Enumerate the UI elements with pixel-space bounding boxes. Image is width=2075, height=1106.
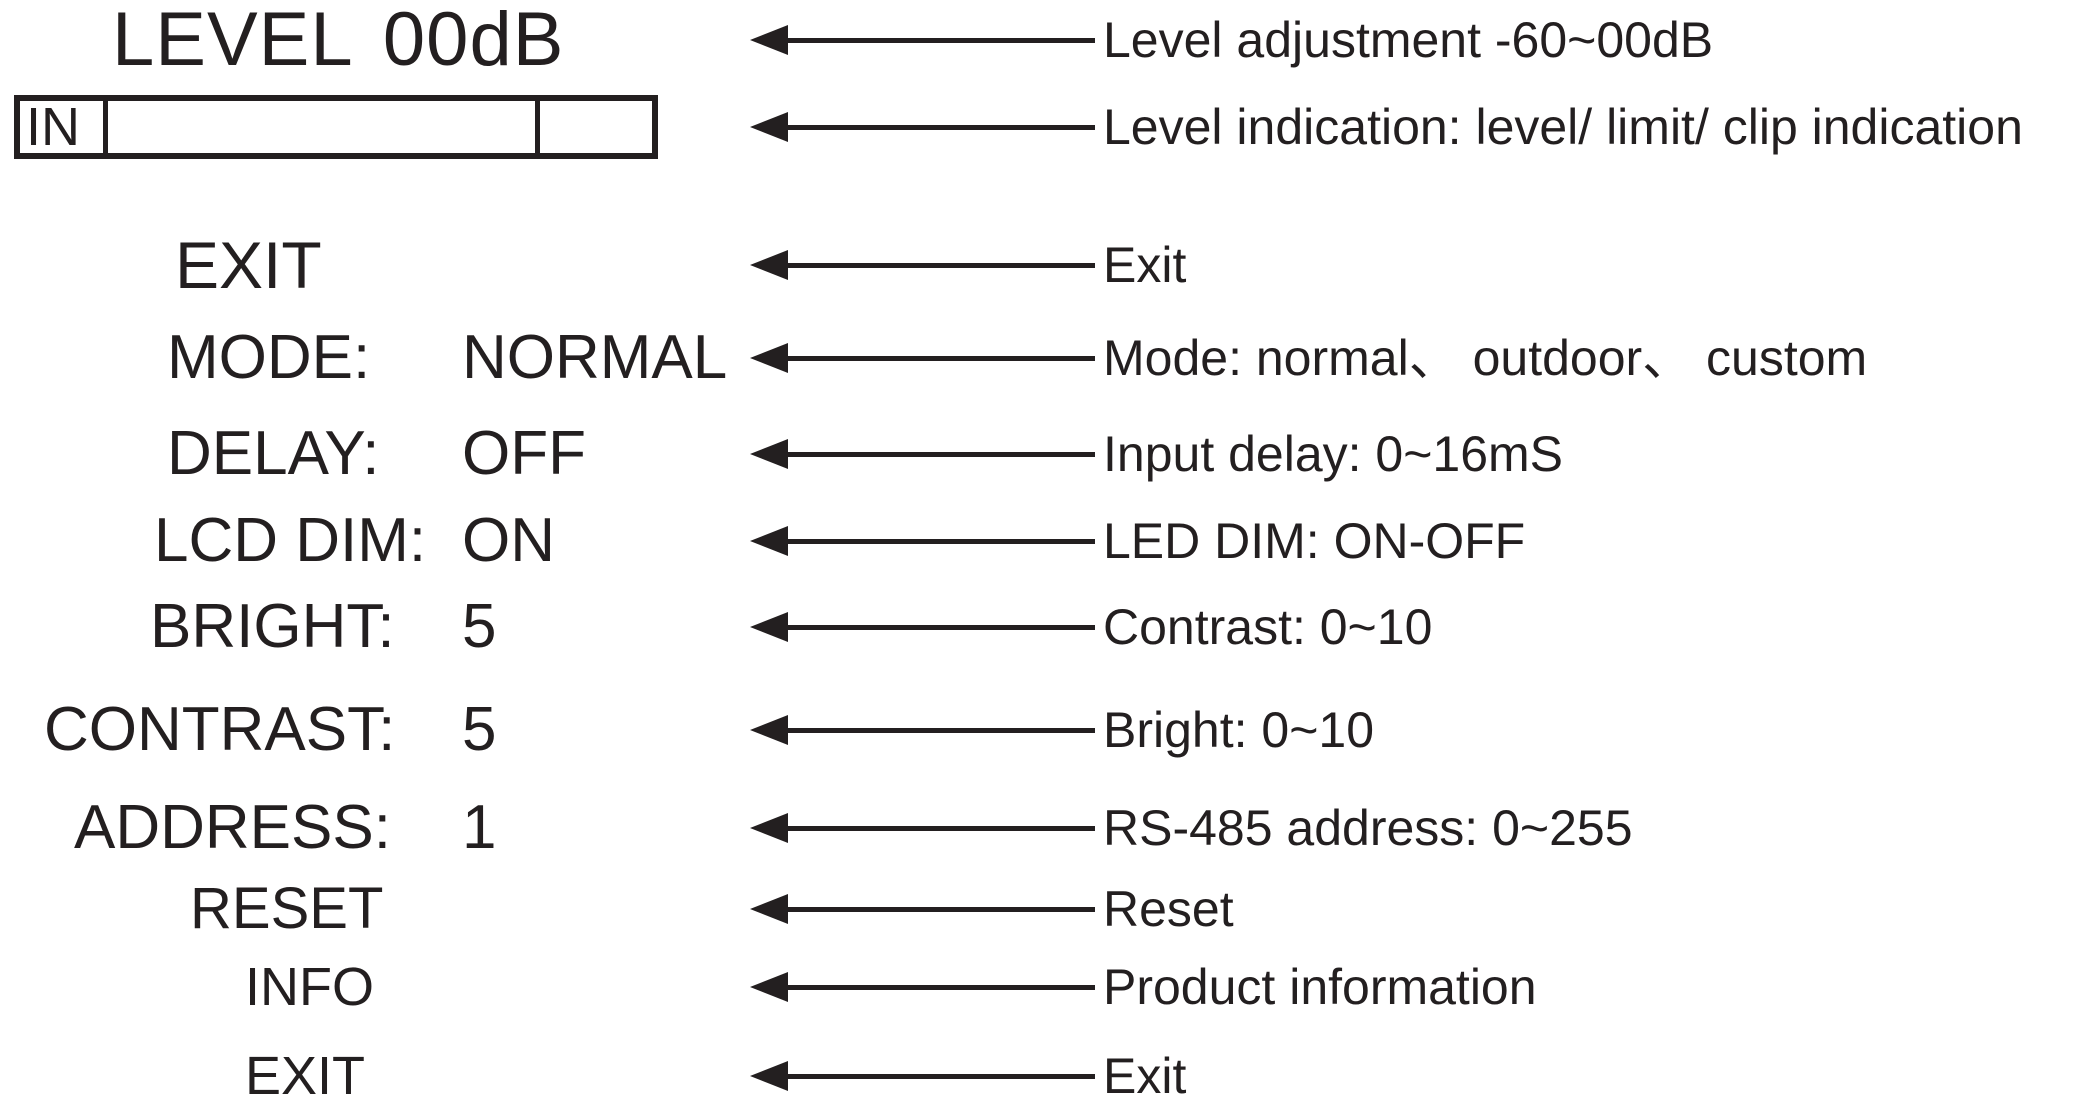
annotation-level-adjustment: Level adjustment -60~00dB [1103,12,1714,68]
arrow-shaft [786,825,1095,831]
menu-item-delay-value: OFF [462,419,586,488]
menu-item-mode-label: MODE: [167,323,371,392]
menu-item-bright-value: 5 [462,592,497,661]
annotation-level-indication: Level indication: level/ limit/ clip ind… [1103,99,2023,155]
arrow-left-icon [750,439,788,469]
arrow-left-icon [750,343,788,373]
arrow-left-icon [750,250,788,280]
annotation-product-information: Product information [1103,959,1537,1015]
callout-arrow [750,249,1095,281]
menu-item-reset: RESET [190,876,384,941]
menu-item-address-value: 1 [462,793,497,862]
arrow-shaft [786,451,1095,457]
callout-arrow [750,971,1095,1003]
menu-item-exit: EXIT [175,228,322,302]
arrow-shaft [786,538,1095,544]
annotation-exit: Exit [1103,237,1187,293]
arrow-shaft [786,624,1095,630]
menu-item-info: INFO [245,957,374,1017]
callout-arrow [750,714,1095,746]
callout-arrow [750,893,1095,925]
annotation-mode: Mode: normal、 outdoor、 custom [1103,330,1868,386]
menu-item-delay-label: DELAY: [167,419,380,488]
menu-item-mode-value: NORMAL [462,323,728,392]
arrow-shaft [786,124,1095,130]
menu-item-exit-bottom: EXIT [245,1046,366,1106]
callout-arrow [750,342,1095,374]
level-meter: IN [14,95,658,159]
arrow-left-icon [750,715,788,745]
menu-item-lcd-dim-value: ON [462,506,555,575]
meter-input-cell: IN [20,97,108,157]
menu-item-lcd-dim-label: LCD DIM: [154,506,427,575]
annotation-exit-bottom: Exit [1103,1048,1187,1104]
callout-arrow [750,438,1095,470]
arrow-left-icon [750,25,788,55]
annotation-contrast: Contrast: 0~10 [1103,599,1433,655]
arrow-left-icon [750,612,788,642]
arrow-shaft [786,1073,1095,1079]
menu-item-bright-label: BRIGHT: [150,592,395,661]
menu-item-contrast-label: CONTRAST: [44,695,396,764]
arrow-left-icon [750,972,788,1002]
arrow-shaft [786,906,1095,912]
arrow-left-icon [750,112,788,142]
arrow-shaft [786,355,1095,361]
meter-clip-segment [540,101,652,153]
arrow-left-icon [750,1061,788,1091]
arrow-left-icon [750,894,788,924]
arrow-shaft [786,727,1095,733]
callout-arrow [750,111,1095,143]
screen-title: LEVEL 00dB [112,0,565,82]
callout-arrow [750,1060,1095,1092]
callout-arrow [750,812,1095,844]
meter-input-label: IN [26,97,80,157]
arrow-shaft [786,984,1095,990]
callout-arrow [750,24,1095,56]
annotation-input-delay: Input delay: 0~16mS [1103,426,1564,482]
menu-item-contrast-value: 5 [462,695,497,764]
annotation-reset: Reset [1103,881,1234,937]
annotation-rs485-address: RS-485 address: 0~255 [1103,800,1633,856]
arrow-left-icon [750,526,788,556]
annotation-bright: Bright: 0~10 [1103,702,1375,758]
callout-arrow [750,611,1095,643]
annotation-led-dim: LED DIM: ON-OFF [1103,513,1526,569]
arrow-shaft [786,37,1095,43]
menu-item-address-label: ADDRESS: [74,793,391,862]
meter-level-segment [108,101,540,153]
arrow-shaft [786,262,1095,268]
callout-arrow [750,525,1095,557]
arrow-left-icon [750,813,788,843]
